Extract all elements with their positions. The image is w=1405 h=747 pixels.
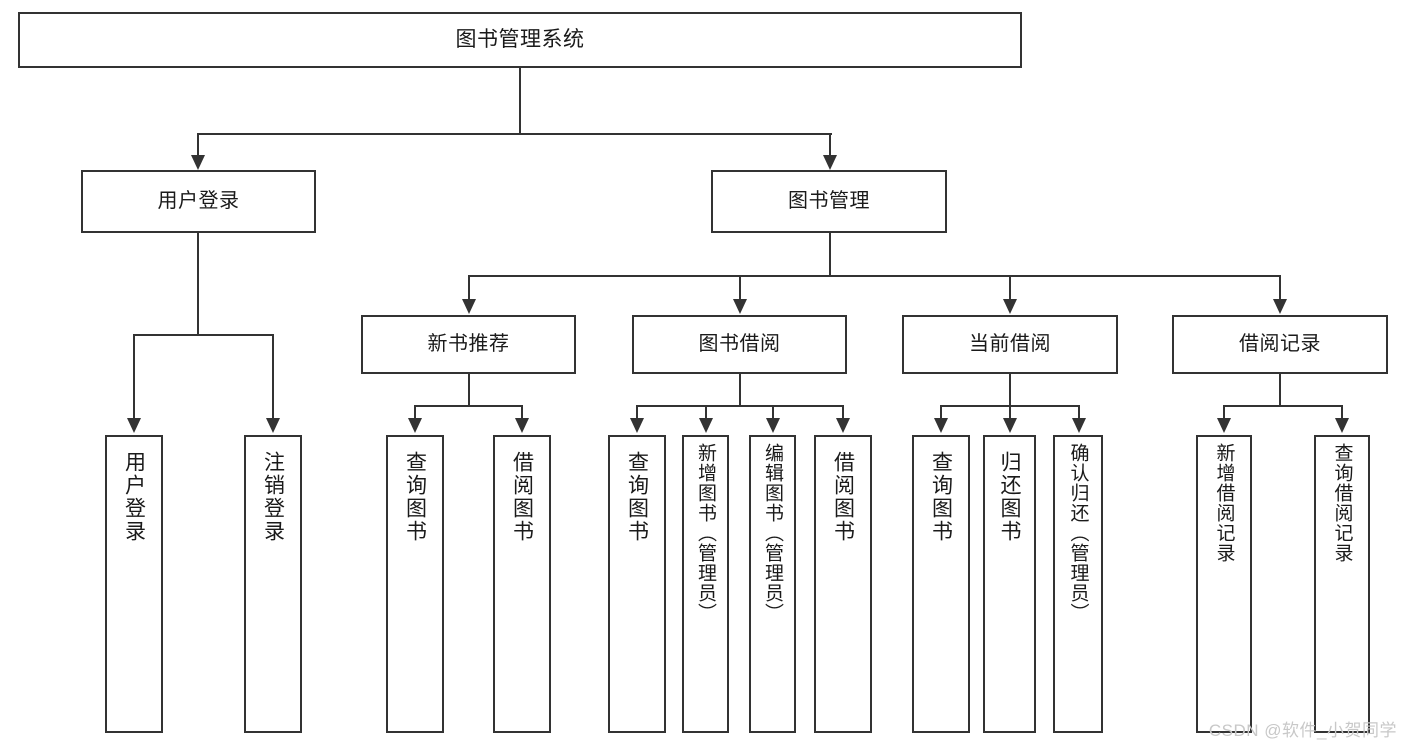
connector-book-manage-bar bbox=[469, 275, 1281, 277]
node-leaf-query-book-1-label: 查询图书 bbox=[403, 451, 427, 543]
connector-borrow-l2 bbox=[705, 405, 707, 419]
node-leaf-edit-book-label: 编辑图书（管理员） bbox=[762, 443, 783, 623]
connector-newbook-l2 bbox=[521, 405, 523, 419]
connector-record-l2 bbox=[1341, 405, 1343, 419]
node-borrow-record[interactable]: 借阅记录 bbox=[1172, 315, 1388, 374]
node-new-book-rec[interactable]: 新书推荐 bbox=[361, 315, 576, 374]
connector-root-stem bbox=[519, 68, 521, 134]
node-leaf-user-login-label: 用户登录 bbox=[122, 451, 146, 543]
connector-current-l2 bbox=[1009, 405, 1011, 419]
node-leaf-add-book-label: 新增图书（管理员） bbox=[695, 443, 716, 623]
node-leaf-borrow-book-1[interactable]: 借阅图书 bbox=[493, 435, 551, 733]
connector-user-login-left bbox=[133, 334, 135, 419]
connector-newbook-bar bbox=[415, 405, 523, 407]
arrowhead-book-manage bbox=[823, 155, 837, 170]
connector-borrow-bar bbox=[637, 405, 844, 407]
arrowhead-leaf-borrow-book-1 bbox=[515, 418, 529, 433]
connector-to-user-login bbox=[197, 133, 199, 156]
arrowhead-leaf-query-book-3 bbox=[934, 418, 948, 433]
node-borrow-record-label: 借阅记录 bbox=[1239, 333, 1321, 356]
node-leaf-confirm-return-label: 确认归还（管理员） bbox=[1067, 443, 1089, 623]
connector-record-stem bbox=[1279, 374, 1281, 406]
connector-bm-to-current bbox=[1009, 275, 1011, 300]
node-book-borrow-label: 图书借阅 bbox=[698, 333, 781, 356]
arrowhead-leaf-query-record bbox=[1335, 418, 1349, 433]
arrowhead-leaf-return-book bbox=[1003, 418, 1017, 433]
watermark-text: CSDN @软件_小贺同学 bbox=[1208, 721, 1397, 740]
arrowhead-leaf-user-login bbox=[127, 418, 141, 433]
node-leaf-logout[interactable]: 注销登录 bbox=[244, 435, 302, 733]
arrowhead-leaf-borrow-book-2 bbox=[836, 418, 850, 433]
connector-bm-to-newbook bbox=[468, 275, 470, 300]
node-user-login[interactable]: 用户登录 bbox=[81, 170, 316, 233]
node-leaf-query-book-2[interactable]: 查询图书 bbox=[608, 435, 666, 733]
arrowhead-leaf-logout bbox=[266, 418, 280, 433]
node-leaf-query-record-label: 查询借阅记录 bbox=[1331, 443, 1353, 563]
connector-bm-to-borrow bbox=[739, 275, 741, 300]
connector-borrow-stem bbox=[739, 374, 741, 406]
node-current-borrow[interactable]: 当前借阅 bbox=[902, 315, 1118, 374]
node-leaf-edit-book[interactable]: 编辑图书（管理员） bbox=[749, 435, 796, 733]
connector-bm-to-record bbox=[1279, 275, 1281, 300]
node-book-manage-label: 图书管理 bbox=[788, 190, 870, 213]
node-leaf-return-book-label: 归还图书 bbox=[998, 451, 1021, 543]
connector-to-book-manage bbox=[829, 133, 831, 156]
arrowhead-user-login bbox=[191, 155, 205, 170]
node-book-manage[interactable]: 图书管理 bbox=[711, 170, 947, 233]
connector-current-l1 bbox=[940, 405, 942, 419]
connector-newbook-stem bbox=[468, 374, 470, 406]
arrowhead-leaf-edit-book bbox=[766, 418, 780, 433]
arrowhead-leaf-add-book bbox=[699, 418, 713, 433]
node-current-borrow-label: 当前借阅 bbox=[969, 333, 1051, 356]
arrowhead-leaf-query-book-1 bbox=[408, 418, 422, 433]
connector-record-bar bbox=[1224, 405, 1343, 407]
node-leaf-logout-label: 注销登录 bbox=[261, 451, 285, 543]
arrowhead-new-book-rec bbox=[462, 299, 476, 314]
connector-record-l1 bbox=[1223, 405, 1225, 419]
connector-borrow-l1 bbox=[636, 405, 638, 419]
arrowhead-book-borrow bbox=[733, 299, 747, 314]
node-leaf-query-book-3[interactable]: 查询图书 bbox=[912, 435, 970, 733]
node-leaf-query-book-2-label: 查询图书 bbox=[625, 451, 649, 543]
node-leaf-confirm-return[interactable]: 确认归还（管理员） bbox=[1053, 435, 1103, 733]
node-leaf-add-record-label: 新增借阅记录 bbox=[1213, 443, 1235, 563]
connector-newbook-l1 bbox=[414, 405, 416, 419]
node-leaf-query-record[interactable]: 查询借阅记录 bbox=[1314, 435, 1370, 733]
node-leaf-return-book[interactable]: 归还图书 bbox=[983, 435, 1036, 733]
node-user-login-label: 用户登录 bbox=[157, 190, 240, 213]
connector-book-manage-stem bbox=[829, 233, 831, 276]
arrowhead-borrow-record bbox=[1273, 299, 1287, 314]
connector-user-login-right bbox=[272, 334, 274, 419]
connector-current-stem bbox=[1009, 374, 1011, 406]
connector-borrow-l3 bbox=[772, 405, 774, 419]
node-new-book-rec-label: 新书推荐 bbox=[427, 333, 510, 356]
arrowhead-leaf-confirm-return bbox=[1072, 418, 1086, 433]
node-book-borrow[interactable]: 图书借阅 bbox=[632, 315, 847, 374]
arrowhead-leaf-query-book-2 bbox=[630, 418, 644, 433]
node-root[interactable]: 图书管理系统 bbox=[18, 12, 1022, 68]
node-leaf-query-book-3-label: 查询图书 bbox=[929, 451, 953, 543]
node-root-label: 图书管理系统 bbox=[455, 28, 585, 52]
node-leaf-add-book[interactable]: 新增图书（管理员） bbox=[682, 435, 729, 733]
node-leaf-borrow-book-2[interactable]: 借阅图书 bbox=[814, 435, 872, 733]
arrowhead-current-borrow bbox=[1003, 299, 1017, 314]
node-leaf-add-record[interactable]: 新增借阅记录 bbox=[1196, 435, 1252, 733]
connector-current-l3 bbox=[1078, 405, 1080, 419]
node-leaf-borrow-book-1-label: 借阅图书 bbox=[510, 451, 534, 543]
connector-borrow-l4 bbox=[842, 405, 844, 419]
node-leaf-query-book-1[interactable]: 查询图书 bbox=[386, 435, 444, 733]
arrowhead-leaf-add-record bbox=[1217, 418, 1231, 433]
connector-user-login-bar bbox=[134, 334, 274, 336]
node-leaf-borrow-book-2-label: 借阅图书 bbox=[831, 451, 855, 543]
node-leaf-user-login[interactable]: 用户登录 bbox=[105, 435, 163, 733]
connector-root-bar bbox=[198, 133, 832, 135]
connector-user-login-stem bbox=[197, 233, 199, 335]
